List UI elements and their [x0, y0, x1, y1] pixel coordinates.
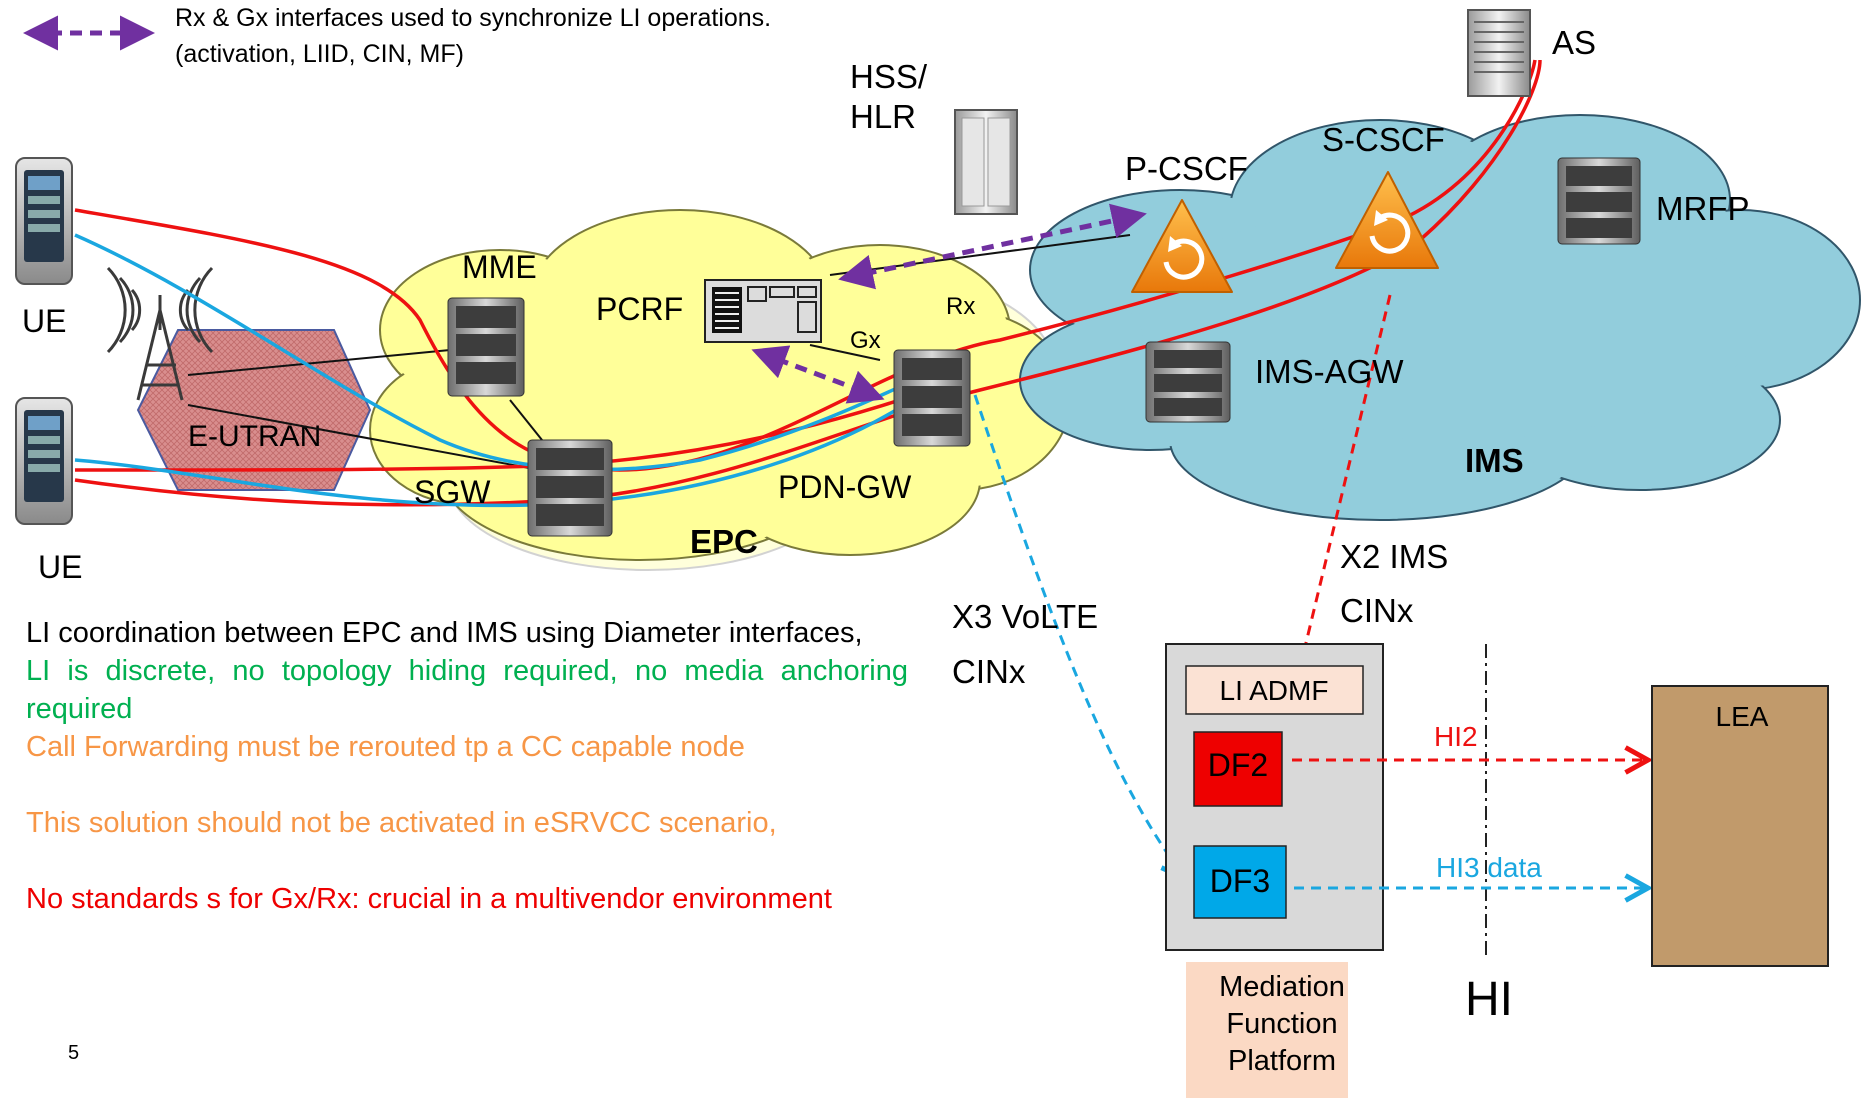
notes: LI coordination between EPC and IMS usin…	[26, 614, 908, 918]
x2-label-line-2: CINx	[1340, 592, 1414, 629]
eutran-area: E-UTRAN	[136, 329, 372, 491]
platform-label-line-1: Mediation	[1219, 971, 1345, 1003]
legend: Rx & Gx interfaces used to synchronize L…	[23, 4, 771, 68]
sgw-server-icon	[527, 439, 613, 537]
scscf-label: S-CSCF	[1322, 121, 1445, 158]
mrfp-server-icon	[1557, 157, 1641, 245]
pcrf-device-icon	[704, 279, 822, 343]
note-diameter: LI coordination between EPC and IMS usin…	[26, 617, 863, 649]
platform-label-line-2: Function	[1226, 1008, 1337, 1040]
pcscf-label: P-CSCF	[1125, 150, 1248, 187]
pcscf-router-icon	[1131, 199, 1233, 293]
hi2-label: HI2	[1434, 721, 1478, 752]
x2-label-line-1: X2 IMS	[1340, 538, 1448, 575]
df2-box	[1193, 731, 1283, 807]
as-label: AS	[1552, 24, 1596, 61]
hi-label: HI	[1465, 973, 1513, 1026]
hss-label-line-1: HSS/	[850, 58, 928, 95]
x3-volte-arrow	[973, 394, 1185, 878]
note-call-forwarding: Call Forwarding must be rerouted tp a CC…	[26, 731, 745, 763]
legend-line-1: Rx & Gx interfaces used to synchronize L…	[175, 4, 771, 32]
x3-label-line-2: CINx	[952, 653, 1026, 690]
pdngw-server-icon	[893, 349, 971, 447]
ue-bottom-label: UE	[38, 549, 82, 585]
hss-rack-icon	[954, 109, 1018, 215]
df3-box	[1193, 845, 1287, 919]
note-esrvcc: This solution should not be activated in…	[26, 807, 777, 839]
li-admf-label: LI ADMF	[1220, 675, 1329, 706]
x3-label-line-1: X3 VoLTE	[952, 598, 1098, 635]
df3-label: DF3	[1210, 863, 1270, 899]
ue-phone-bottom-icon	[15, 397, 73, 525]
rx-label: Rx	[946, 293, 975, 320]
epc-label: EPC	[690, 523, 758, 560]
pdngw-label: PDN-GW	[778, 469, 912, 505]
lea-label: LEA	[1716, 701, 1769, 732]
note-discrete: LI is discrete, no topology hiding requi…	[26, 655, 908, 725]
mme-label: MME	[462, 249, 537, 285]
page-number: 5	[68, 1042, 80, 1064]
note-spacer-2	[26, 842, 908, 880]
ims-label: IMS	[1465, 442, 1524, 479]
mme-server-icon	[447, 297, 525, 397]
gx-dashed-arrow	[751, 345, 885, 404]
ue-top-label: UE	[22, 303, 66, 339]
hss-label-line-2: HLR	[850, 98, 916, 135]
as-server-icon	[1467, 9, 1531, 97]
mediation-box: LI ADMF DF2 DF3	[1165, 643, 1384, 951]
pcrf-label: PCRF	[596, 291, 683, 327]
note-spacer-1	[26, 766, 908, 804]
x2-ims-arrow	[1278, 294, 1392, 735]
hi3-label: HI3 data	[1436, 852, 1542, 883]
gx-label: Gx	[850, 327, 881, 354]
rx-gx-sync-arrows	[751, 203, 1147, 404]
note-standards: No standards s for Gx/Rx: crucial in a m…	[26, 883, 832, 915]
sgw-label: SGW	[414, 474, 491, 510]
imsagw-server-icon	[1145, 341, 1231, 423]
ue-phone-top-icon	[15, 157, 73, 285]
lea-box	[1651, 685, 1829, 967]
imsagw-label: IMS-AGW	[1255, 353, 1404, 390]
platform-label-line-3: Platform	[1228, 1045, 1336, 1077]
legend-line-2: (activation, LIID, CIN, MF)	[175, 40, 464, 68]
rx-dashed-arrow	[838, 203, 1147, 290]
mediation-platform-label-box: Mediation Function Platform	[1186, 962, 1348, 1098]
mrfp-label: MRFP	[1656, 190, 1750, 227]
scscf-router-icon	[1335, 171, 1439, 269]
df2-label: DF2	[1208, 747, 1268, 783]
li-admf-box	[1185, 665, 1364, 715]
